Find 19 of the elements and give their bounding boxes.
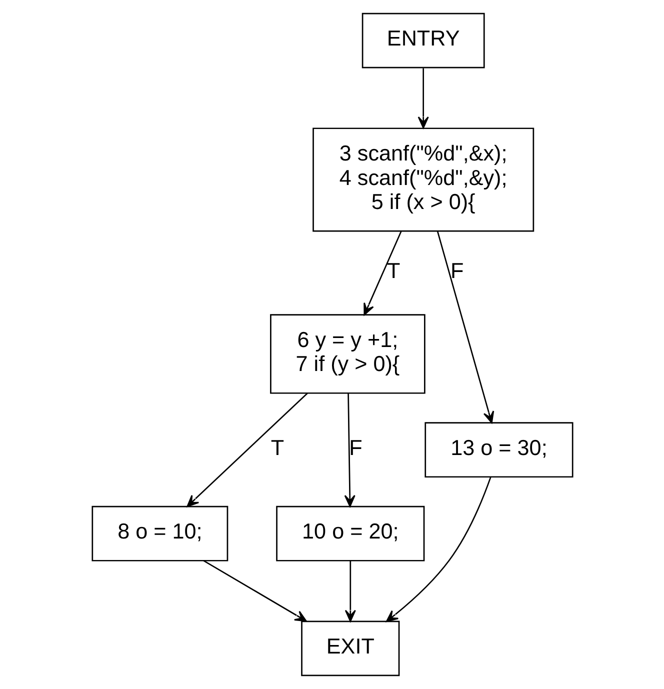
arrow (417, 68, 428, 128)
arrow (436, 231, 494, 424)
arrow (385, 476, 491, 622)
node-box: ENTRY (361, 12, 484, 68)
node-box: 13 o = 30; (424, 422, 573, 478)
edge-label: T (386, 258, 400, 284)
arrow (363, 230, 402, 316)
node-box: 6 y = y +1; 7 if (y > 0){ (270, 314, 425, 394)
node-box: 10 o = 20; (276, 506, 424, 562)
arrow (186, 392, 308, 508)
node-box: EXIT (300, 620, 400, 676)
edge-label: F (348, 434, 362, 460)
arrow (202, 560, 306, 622)
arrow (344, 393, 355, 508)
node-box: 3 scanf("%d",&x); 4 scanf("%d",&y); 5 if (x > 0){ (312, 128, 534, 232)
edge-label: T (270, 434, 284, 460)
arrow (344, 560, 356, 622)
node-box: 8 o = 10; (91, 506, 228, 562)
edge-label: F (450, 258, 464, 284)
